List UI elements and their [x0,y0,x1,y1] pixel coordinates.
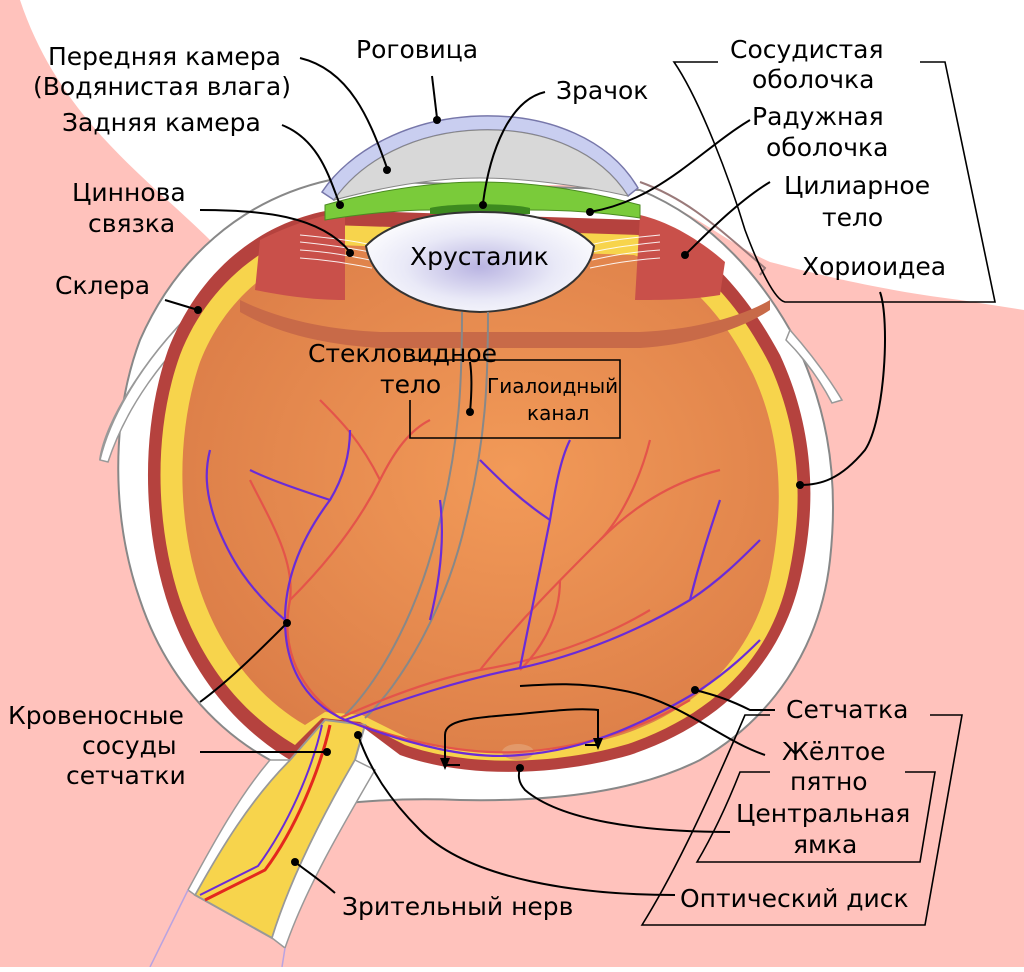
label-hyaloid-canal-line1: Гиалоидный [487,374,618,398]
label-anterior-chamber: Передняя камера [48,42,281,71]
label-vitreous-line2: тело [380,370,441,399]
uvea-bracket [672,61,996,303]
label-posterior-chamber: Задняя камера [62,108,261,137]
label-retinal-vessels-line2: сосуды [82,731,177,760]
label-retina: Сетчатка [786,695,908,724]
label-choroid: Хориоидеа [802,252,946,281]
zonule-fibers [299,234,661,269]
label-fovea-line2: ямка [793,830,857,859]
anterior-chamber [332,129,630,201]
vitreous-label-bracket [409,359,621,439]
label-optic-disc: Оптический диск [680,884,909,913]
label-retinal-vessels-line3: сетчатки [66,761,186,790]
label-retinal-vessels-line1: Кровеносные [8,701,184,730]
optic-nerve-vein [199,724,323,896]
label-iris-line1: Радужная [752,102,884,131]
iris-pupil-margin [430,204,530,214]
label-pupil: Зрачок [556,76,648,105]
sheath-right-rim [785,328,844,404]
label-zonule-line1: Циннова [72,178,186,207]
optic-nerve-tail [149,889,286,968]
label-iris-line2: оболочка [766,133,888,162]
label-dots [194,116,804,866]
retinal-veins [205,429,761,758]
macula-bracket [444,708,599,765]
retinal-arteries [249,399,721,754]
label-lens: Хрусталик [410,242,549,271]
optic-nerve-vessels [204,724,332,902]
label-uvea-line1: Сосудистая [730,35,884,64]
label-aqueous-humor: (Водянистая влага) [33,72,291,101]
leader-lines [164,57,886,896]
label-optic-nerve: Зрительный нерв [342,892,573,921]
label-cornea: Роговица [356,35,478,64]
label-ciliary-body-line2: тело [822,203,883,232]
lens [364,210,596,314]
retina-bracket [640,714,963,926]
ciliary-body [255,212,725,300]
label-zonule-line2: связка [88,209,175,238]
label-sclera: Склера [55,271,150,300]
label-fovea-line1: Центральная [736,799,910,828]
ciliary-folds [240,300,770,348]
label-ciliary-body-line1: Цилиарное [784,171,930,200]
label-macula-line1: Жёлтое [782,737,886,766]
label-uvea-line2: оболочка [752,65,874,94]
label-macula-line2: пятно [790,767,868,796]
label-hyaloid-canal-line2: канал [527,401,589,425]
vitreous-body [182,245,779,752]
label-vitreous-line1: Стекловидное [308,339,497,368]
hyaloid-canal [344,311,489,719]
